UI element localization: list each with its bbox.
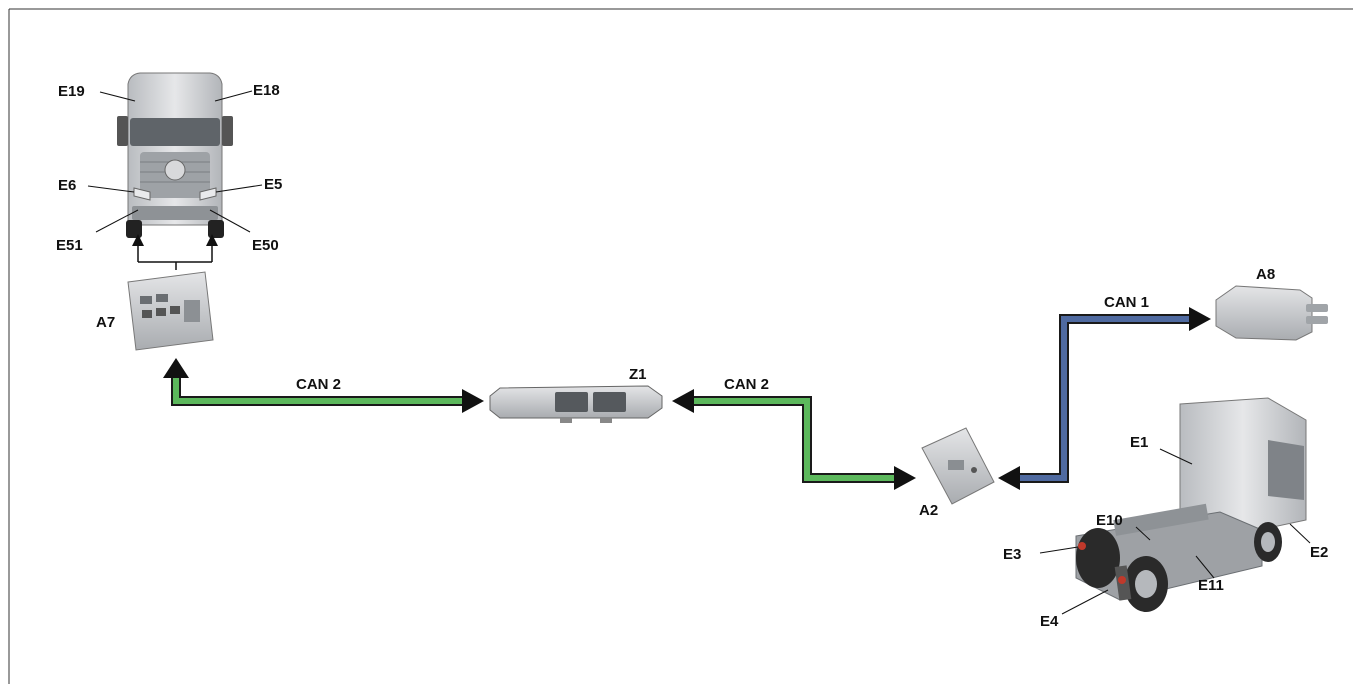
label-z1: Z1 (629, 366, 647, 383)
truck-rear-view (1076, 398, 1306, 612)
label-a8: A8 (1256, 266, 1275, 283)
can2-right-wire (672, 389, 916, 490)
label-e50: E50 (252, 237, 279, 254)
arrowhead-z1-left (462, 389, 484, 413)
arrowhead-a8 (1189, 307, 1211, 331)
label-e6: E6 (58, 177, 76, 194)
label-a2: A2 (919, 502, 938, 519)
label-can2-left: CAN 2 (296, 376, 341, 393)
arrowhead-a2-left (894, 466, 916, 490)
arrowhead-a7 (163, 358, 189, 378)
a7-lamp-arrows (138, 242, 212, 270)
label-e18: E18 (253, 82, 280, 99)
label-e1: E1 (1130, 434, 1148, 451)
label-e51: E51 (56, 237, 83, 254)
label-e2: E2 (1310, 544, 1328, 561)
label-e10: E10 (1096, 512, 1123, 529)
can1-wire (998, 307, 1211, 490)
label-e11: E11 (1198, 577, 1224, 594)
arrowhead-z1-right (672, 389, 694, 413)
label-e5: E5 (264, 176, 282, 193)
label-e19: E19 (58, 83, 85, 100)
arrowhead-a2-right (998, 466, 1020, 490)
label-e3: E3 (1003, 546, 1021, 563)
label-can1: CAN 1 (1104, 294, 1149, 311)
label-can2-right: CAN 2 (724, 376, 769, 393)
module-a2 (922, 428, 994, 504)
label-a7: A7 (96, 314, 115, 331)
module-a7 (128, 272, 213, 350)
label-e4: E4 (1040, 613, 1059, 630)
module-a8 (1216, 286, 1328, 340)
component-z1 (490, 386, 662, 423)
